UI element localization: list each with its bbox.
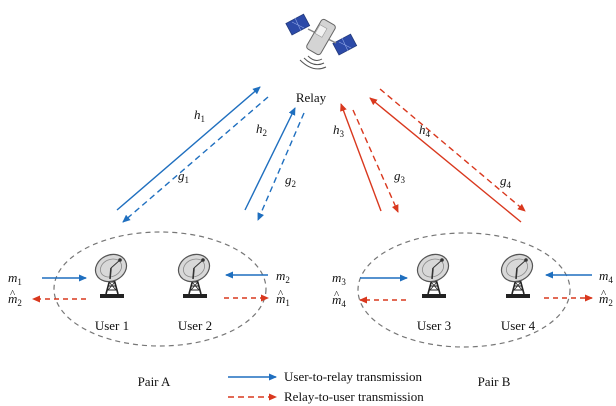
pair-a-label: Pair A xyxy=(138,374,171,389)
dish-antenna-icon xyxy=(173,248,215,299)
message-out-hat-4: ^ xyxy=(601,288,607,300)
relay-label: Relay xyxy=(296,90,327,105)
message-in-label-1: m1 xyxy=(8,270,22,287)
downlink-arrow-1 xyxy=(122,96,269,223)
message-out-label-3: m4 xyxy=(332,292,346,309)
legend-label-downlink: Relay-to-user transmission xyxy=(284,389,424,404)
message-out-label-4: m2 xyxy=(599,291,613,308)
message-out-label-2: m1 xyxy=(276,291,290,308)
message-in-label-4: m4 xyxy=(599,268,613,285)
channel-label-g4: g4 xyxy=(500,173,512,190)
channel-label-g3: g3 xyxy=(394,168,406,185)
downlink-arrow-3 xyxy=(352,109,399,213)
uplink-arrow-3 xyxy=(340,103,382,212)
legend-label-uplink: User-to-relay transmission xyxy=(284,369,423,384)
channel-label-h4: h4 xyxy=(419,122,431,139)
channel-label-g2: g2 xyxy=(285,172,296,189)
message-in-label-2: m2 xyxy=(276,268,290,285)
message-out-hat-2: ^ xyxy=(278,288,284,300)
pair-b-label: Pair B xyxy=(478,374,511,389)
satellite-icon xyxy=(285,13,358,70)
user-4-label: User 4 xyxy=(501,318,536,333)
channel-label-g1: g1 xyxy=(178,168,189,185)
user-2-label: User 2 xyxy=(178,318,212,333)
channel-label-h3: h3 xyxy=(333,122,345,139)
user-3-label: User 3 xyxy=(417,318,451,333)
uplink-arrow-2 xyxy=(244,107,296,211)
pair-a-group xyxy=(53,231,267,347)
message-in-label-3: m3 xyxy=(332,270,346,287)
downlink-arrow-4 xyxy=(379,88,526,212)
channel-label-h1: h1 xyxy=(194,107,205,124)
dish-antenna-icon xyxy=(90,248,132,299)
message-out-label-1: m2 xyxy=(8,291,22,308)
uplink-arrow-4 xyxy=(369,97,522,223)
dish-antenna-icon xyxy=(412,248,454,299)
message-out-hat-3: ^ xyxy=(334,289,340,301)
dish-antenna-icon xyxy=(496,248,538,299)
uplink-arrow-1 xyxy=(116,86,261,211)
user-1-label: User 1 xyxy=(95,318,129,333)
message-out-hat-1: ^ xyxy=(10,288,16,300)
channel-label-h2: h2 xyxy=(256,121,267,138)
pair-b-group xyxy=(357,232,571,348)
